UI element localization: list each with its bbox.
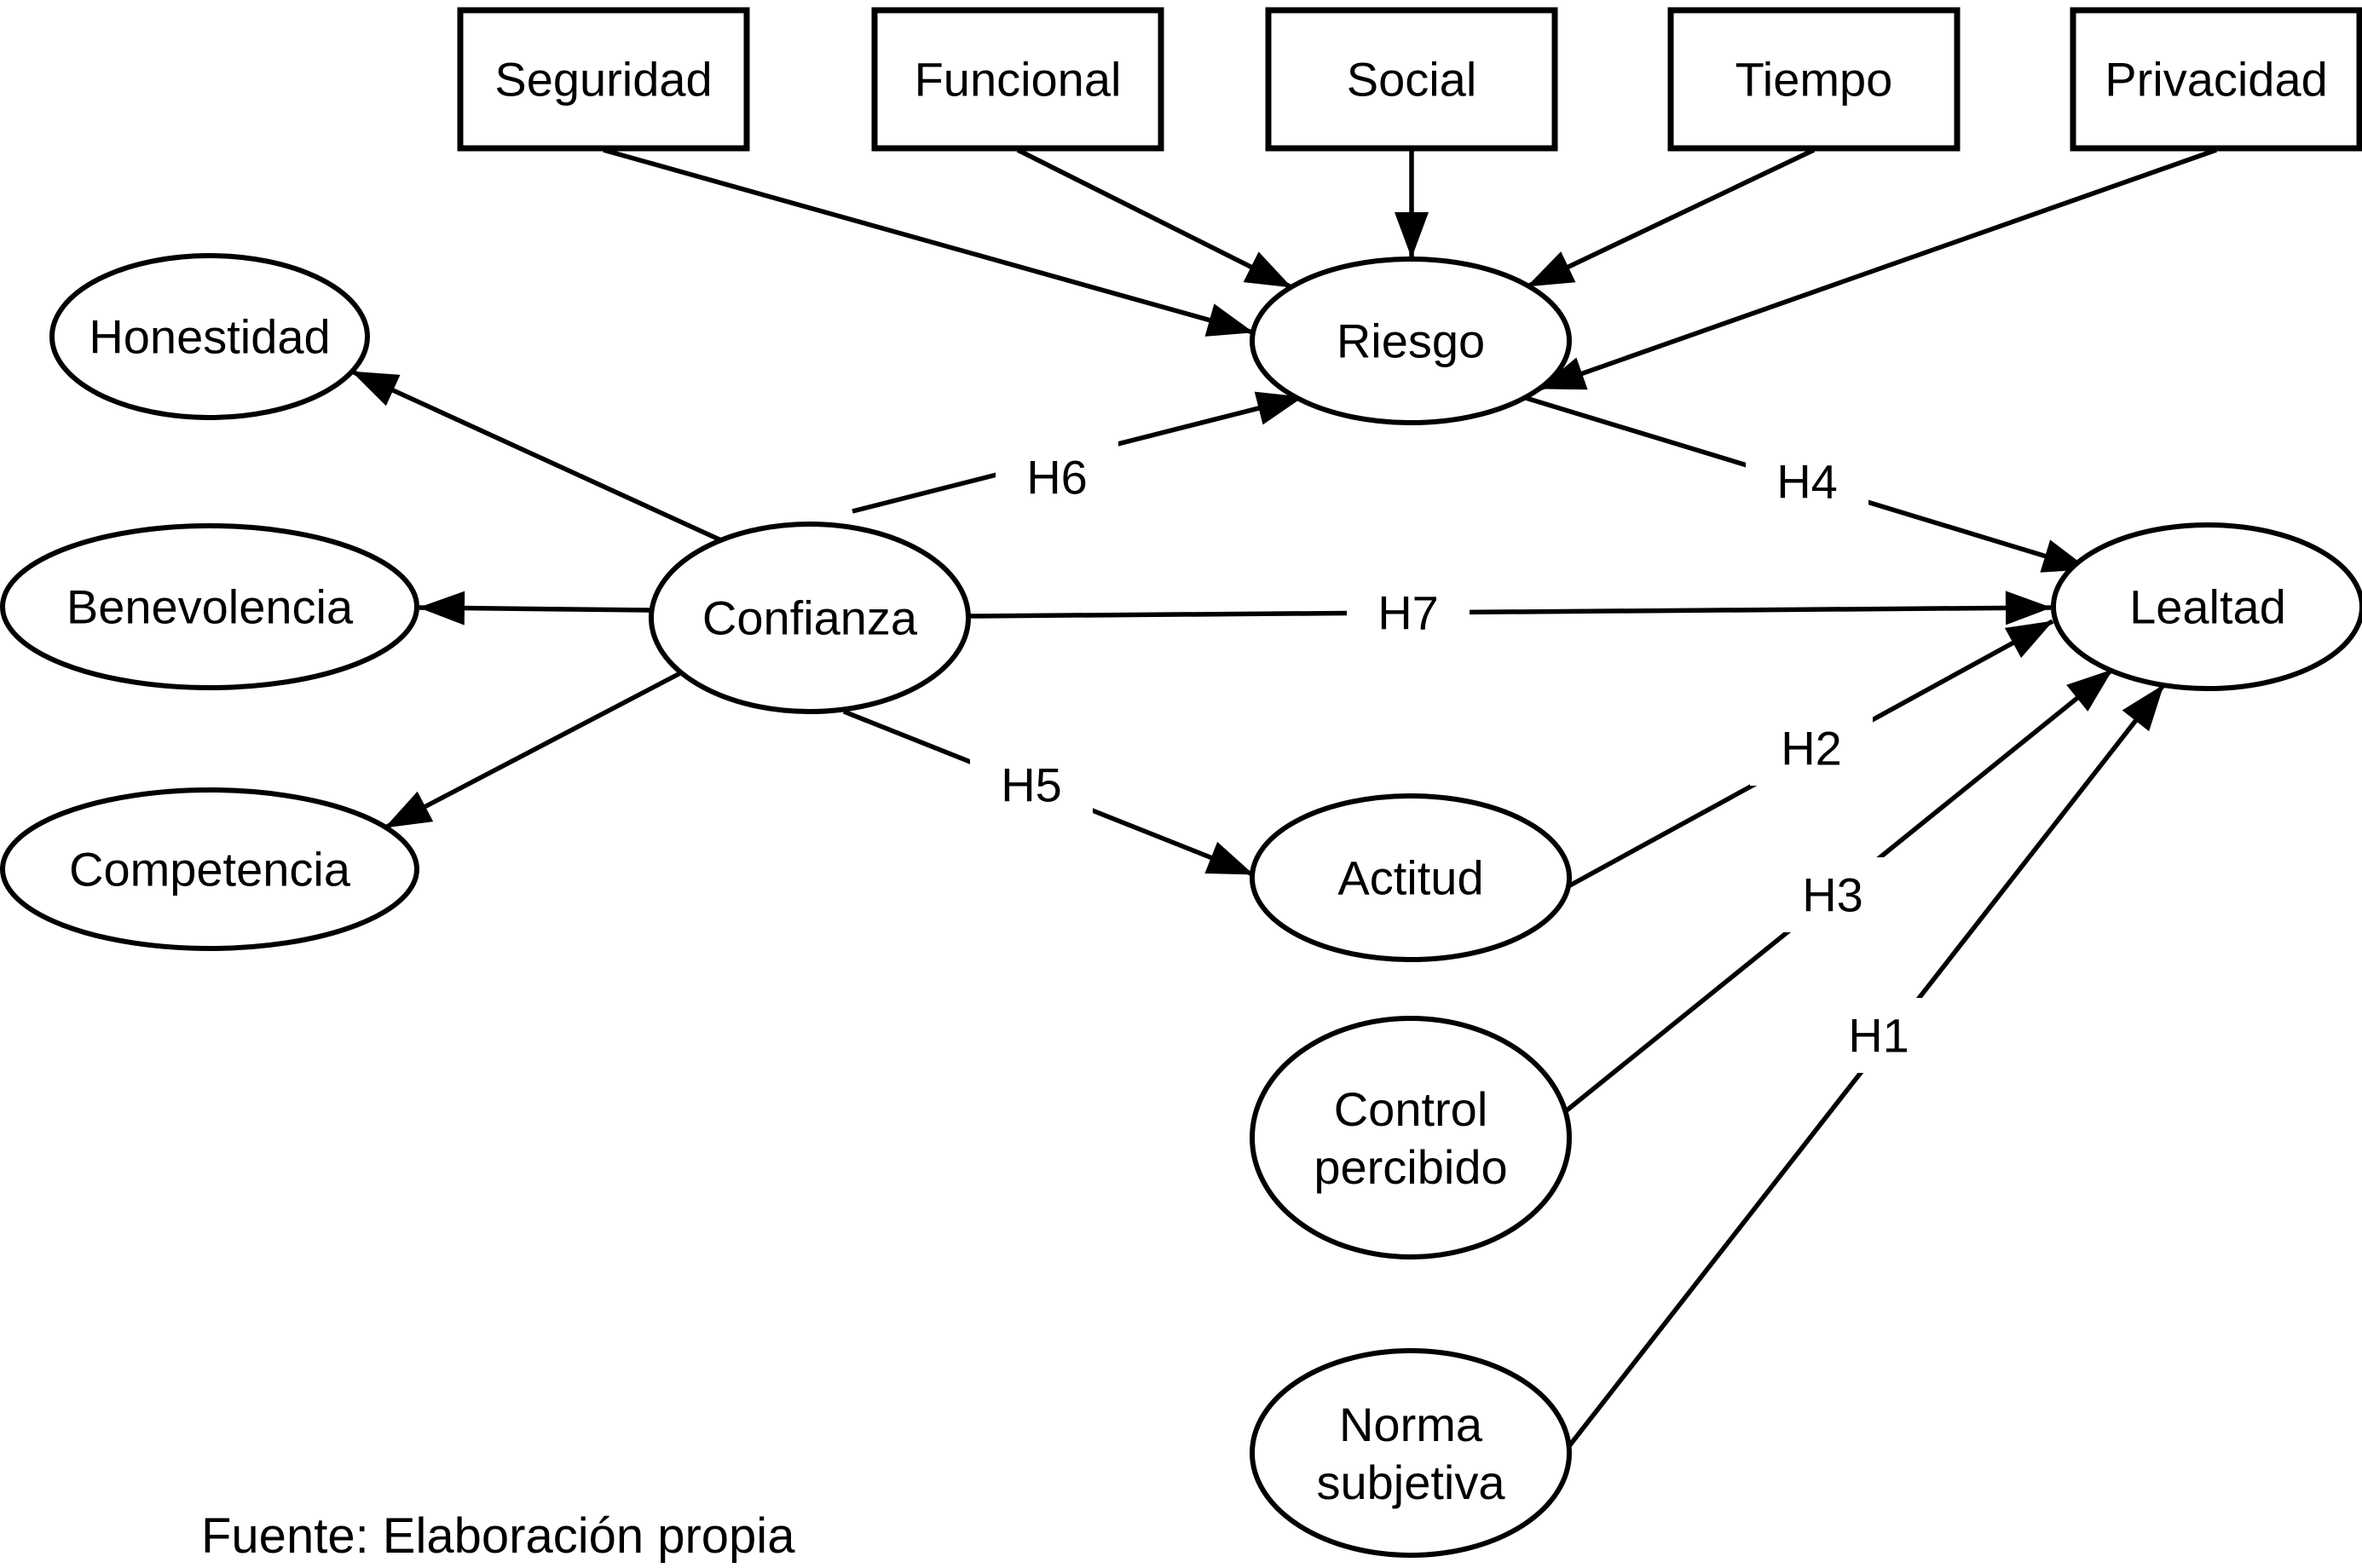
node-shape-honestidad <box>49 253 370 420</box>
edge-arrow-privacidad-riesgo <box>1539 147 2217 391</box>
edge-arrow-seguridad-riesgo <box>603 147 1254 337</box>
node-shape-social <box>1265 7 1558 152</box>
edge-label-H2: H2 <box>1781 722 1842 775</box>
node-actitud: Actitud <box>1250 793 1572 962</box>
node-label-riesgo: Riesgo <box>1337 314 1485 368</box>
node-confianza: Confianza <box>649 522 971 714</box>
edge-label-H4: H4 <box>1776 455 1838 509</box>
source-caption: Fuente: Elaboración propia <box>201 1508 795 1564</box>
node-honestidad: Honestidad <box>49 253 370 420</box>
node-shape-seguridad <box>457 7 750 152</box>
node-lealtad: Lealtad <box>2051 522 2362 691</box>
node-label-honestidad: Honestidad <box>89 310 330 364</box>
node-label-confianza: Confianza <box>702 591 918 645</box>
edge-label-gap-H6 <box>996 440 1118 515</box>
node-shape-tiempo <box>1667 7 1961 152</box>
node-shape-actitud <box>1250 793 1572 962</box>
node-riesgo: Riesgo <box>1250 257 1572 425</box>
edge-label-H1: H1 <box>1848 1009 1909 1063</box>
edge-label-H7: H7 <box>1377 586 1439 640</box>
edge-label-gap-H5 <box>970 747 1093 822</box>
edge-label-H6: H6 <box>1026 451 1088 504</box>
node-label-funcional: Funcional <box>915 53 1122 107</box>
node-label-actitud: Actitud <box>1337 851 1483 905</box>
node-label-tiempo: Tiempo <box>1735 53 1893 107</box>
edge-arrow-confianza-lealtad <box>967 591 2052 625</box>
node-shape-privacidad <box>2070 7 2362 152</box>
edge-arrow-confianza-benevolencia <box>419 591 652 625</box>
edge-label-gap-H7 <box>1347 575 1470 650</box>
node-shape-confianza <box>649 522 971 714</box>
node-shape-norma <box>1250 1348 1572 1558</box>
node-privacidad: Privacidad <box>2070 7 2362 152</box>
node-shape-funcional <box>871 7 1164 152</box>
edge-label-H3: H3 <box>1802 868 1863 922</box>
node-shape-riesgo <box>1250 257 1572 425</box>
node-tiempo: Tiempo <box>1667 7 1961 152</box>
node-social: Social <box>1265 7 1558 152</box>
node-shape-competencia <box>0 787 419 951</box>
node-competencia: Competencia <box>0 787 419 951</box>
node-shape-lealtad <box>2051 522 2362 691</box>
edge-label-gap-H3 <box>1771 857 1894 932</box>
node-label-privacidad: Privacidad <box>2105 53 2327 107</box>
node-label-competencia: Competencia <box>69 843 351 896</box>
node-benevolencia: Benevolencia <box>0 523 419 690</box>
node-shape-control <box>1250 1016 1572 1260</box>
edge-label-H5: H5 <box>1001 758 1062 812</box>
node-label-seguridad: Seguridad <box>494 53 712 107</box>
node-shape-benevolencia <box>0 523 419 690</box>
edge-arrow-confianza-competencia <box>384 671 682 830</box>
node-label-social: Social <box>1347 53 1477 107</box>
edge-label-gap-H1 <box>1817 998 1940 1073</box>
edge-label-gap-H4 <box>1746 444 1868 519</box>
node-label-benevolencia: Benevolencia <box>66 580 354 634</box>
node-label-lealtad: Lealtad <box>2129 580 2286 634</box>
edge-label-gap-H2 <box>1750 711 1873 786</box>
edge-arrow-tiempo-riesgo <box>1526 147 1816 289</box>
node-seguridad: Seguridad <box>457 7 750 152</box>
edge-arrow-funcional-riesgo <box>1016 147 1293 290</box>
edge-arrow-confianza-honestidad <box>350 369 723 543</box>
node-funcional: Funcional <box>871 7 1164 152</box>
